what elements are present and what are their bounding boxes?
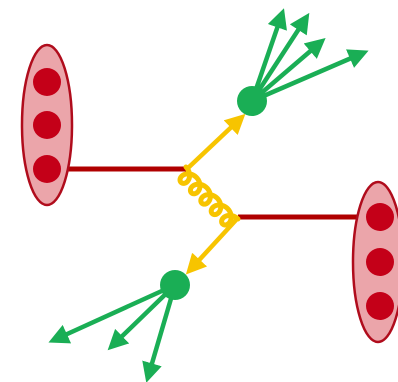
upper-jet-track-3: [250, 38, 326, 103]
upper-outgoing-parton: [186, 113, 246, 170]
left-proton-quark-top: [33, 68, 61, 96]
upper-jet-track-4: [251, 49, 369, 104]
right-proton-quark-bottom: [366, 292, 394, 320]
left-proton-quark-bottom: [33, 155, 61, 183]
right-proton-quark-middle: [366, 248, 394, 276]
gluon-coil: [177, 164, 241, 228]
lower-jet: [48, 270, 190, 382]
lower-jet-track-1: [48, 282, 176, 344]
right-proton-quark-top: [366, 203, 394, 231]
upper-jet-track-1: [249, 8, 287, 102]
upper-jet: [237, 8, 369, 116]
lower-jet-track-3: [142, 284, 178, 382]
left-proton-quark-middle: [33, 111, 61, 139]
lower-outgoing-parton: [185, 218, 238, 275]
right-proton: [351, 180, 398, 344]
upper-jet-track-2: [250, 12, 310, 103]
upper-jet-vertex: [237, 86, 267, 116]
lower-jet-vertex: [160, 270, 190, 300]
left-proton: [20, 43, 74, 207]
